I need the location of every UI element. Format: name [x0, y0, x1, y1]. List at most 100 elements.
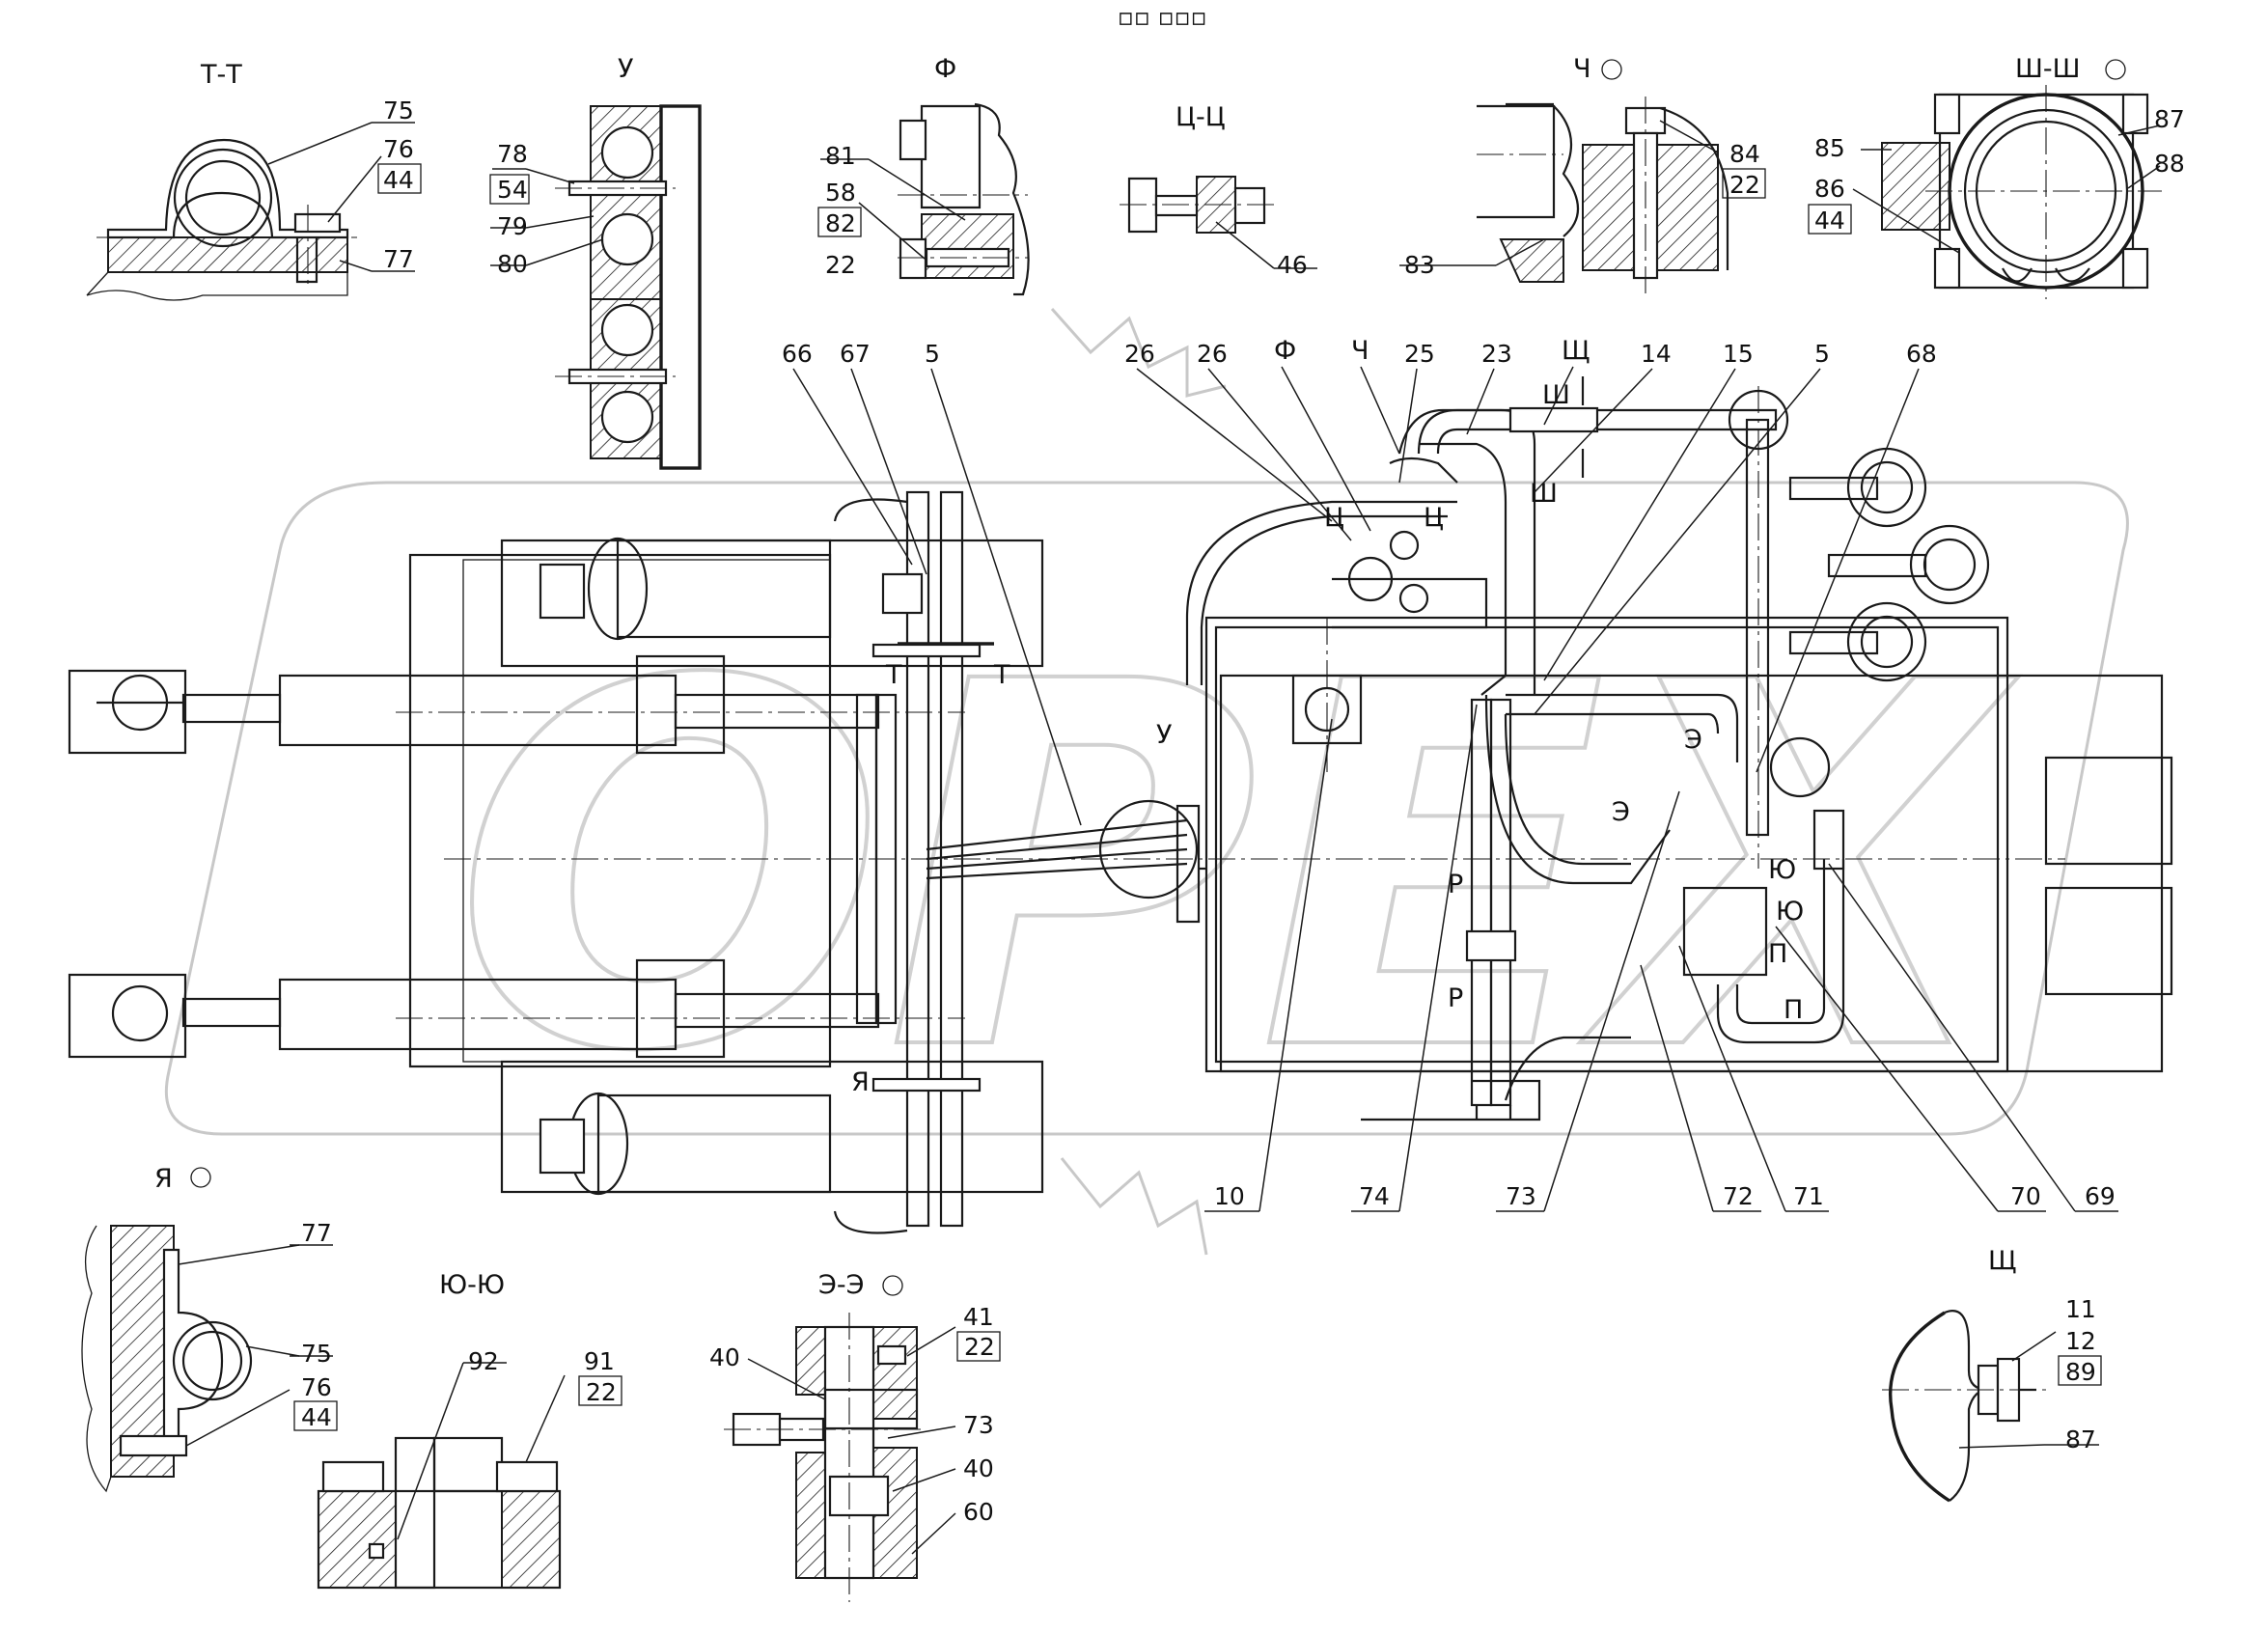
section-title-shsh: Ш-Ш	[2015, 54, 2081, 84]
section-u-view: У 78 54 79 80	[489, 54, 702, 470]
mark-p-bottom: П	[1784, 995, 1803, 1025]
callout-44-shsh: 44	[1814, 207, 1845, 235]
callout-86-shsh: 86	[1814, 175, 1845, 203]
callout-83-ch: 83	[1404, 251, 1435, 279]
mark-p-top: П	[1768, 939, 1787, 969]
callout-66-main: 66	[782, 340, 813, 368]
callout-40-ee-b: 40	[963, 1454, 994, 1482]
callout-12-sch: 12	[2065, 1327, 2096, 1355]
section-title-yuyu: Ю-Ю	[439, 1270, 505, 1300]
callout-68-main: 68	[1906, 340, 1937, 368]
section-ch-view: Ч 84 22 83	[1399, 54, 1766, 299]
mark-r-bottom: Р	[1448, 983, 1463, 1013]
mark-r-top: Р	[1448, 870, 1463, 900]
callout-22-yuyu: 22	[586, 1378, 617, 1406]
main-bottom-callouts: 10 74 73 72 71 70 69	[1204, 704, 2118, 1212]
mark-f-main: Ф	[1274, 336, 1296, 366]
section-tsts-view: Ц-Ц 46	[1120, 102, 1317, 279]
callout-84-ch: 84	[1729, 140, 1760, 168]
callout-87-shsh: 87	[2154, 105, 2185, 133]
callout-76-tt: 76	[383, 135, 414, 163]
mark-t-right: Т	[993, 660, 1010, 690]
callout-87-sch: 87	[2065, 1425, 2096, 1453]
mark-ch-main: Ч	[1351, 336, 1369, 366]
section-title-ch: Ч	[1573, 54, 1591, 84]
section-tt-view: Т-Т 75 76 44 77	[86, 60, 422, 301]
callout-26-main-b: 26	[1197, 340, 1228, 368]
callout-77-ya: 77	[301, 1219, 332, 1247]
mark-e-top: Э	[1684, 725, 1702, 755]
cut-plane-markers: Т Т У Р Р Э Э Ю Ю П П Я Ц Ц	[851, 503, 1804, 1097]
mark-ts-b: Ц	[1424, 503, 1444, 533]
section-title-sch: Щ	[1988, 1246, 2017, 1276]
mark-ya-main: Я	[851, 1067, 870, 1097]
section-title-tsts: Ц-Ц	[1175, 102, 1226, 132]
callout-75-tt: 75	[383, 97, 414, 125]
callout-75-ya: 75	[301, 1340, 332, 1368]
mark-yu-top: Ю	[1768, 855, 1796, 885]
callout-73-ee: 73	[963, 1411, 994, 1439]
callout-11-sch: 11	[2065, 1295, 2096, 1323]
mark-ts-a: Ц	[1324, 503, 1344, 533]
callout-71-main: 71	[1793, 1182, 1824, 1210]
section-title-u: У	[618, 54, 633, 84]
callout-23-main: 23	[1481, 340, 1512, 368]
mark-sh-bottom: Ш	[1530, 479, 1558, 509]
callout-80-u: 80	[497, 250, 528, 278]
callout-46-tsts: 46	[1277, 251, 1308, 279]
callout-85-shsh: 85	[1814, 134, 1845, 162]
callout-88-shsh: 88	[2154, 150, 2185, 178]
callout-60-ee: 60	[963, 1498, 994, 1526]
mark-sch-main: Щ	[1562, 336, 1590, 366]
mark-e-mid: Э	[1612, 797, 1630, 827]
callout-70-main: 70	[2010, 1182, 2041, 1210]
mark-sh-top: Ш	[1542, 380, 1570, 410]
callout-10-main: 10	[1214, 1182, 1245, 1210]
callout-72-main: 72	[1723, 1182, 1754, 1210]
watermark-logo: ОРЕХ	[164, 308, 2129, 1256]
mark-yu-bottom: Ю	[1776, 897, 1804, 927]
section-sch-view: Щ 11 12 89 87	[1882, 1246, 2102, 1503]
callout-44-tt: 44	[383, 166, 414, 194]
callout-89-sch: 89	[2065, 1358, 2096, 1386]
callout-67-main: 67	[840, 340, 871, 368]
section-title-tt: Т-Т	[200, 60, 242, 90]
watermark-text: ОРЕХ	[454, 576, 2019, 1161]
callout-76-ya: 76	[301, 1373, 332, 1401]
section-ee-view: Э-Э 40 41 22 73 40 60	[709, 1270, 1001, 1602]
callout-79-u: 79	[497, 212, 528, 240]
callout-15-main: 15	[1723, 340, 1754, 368]
mark-t-left: Т	[885, 660, 902, 690]
mark-u-main: У	[1156, 720, 1172, 750]
callout-26-main-a: 26	[1124, 340, 1155, 368]
callout-58-f: 58	[825, 179, 856, 207]
section-shsh-view: Ш-Ш 85 86 44 87 88	[1808, 54, 2185, 299]
callout-22-ee: 22	[964, 1333, 995, 1361]
callout-41-ee: 41	[963, 1303, 994, 1331]
section-f-view: Ф 81 58 82 22	[817, 54, 1030, 296]
callout-22-f: 22	[825, 251, 856, 279]
callout-92-yuyu: 92	[468, 1347, 499, 1375]
callout-54-u: 54	[497, 176, 528, 204]
callout-40-ee-a: 40	[709, 1343, 740, 1371]
callout-14-main: 14	[1641, 340, 1672, 368]
callout-5-main-b: 5	[1814, 340, 1830, 368]
section-title-ee: Э-Э	[818, 1270, 864, 1300]
section-title-ya: Я	[154, 1164, 173, 1194]
section-yuyu-view: Ю-Ю 92 91 22	[317, 1270, 622, 1590]
callout-77-tt: 77	[383, 245, 414, 273]
callout-69-main: 69	[2085, 1182, 2116, 1210]
callout-74-main: 74	[1359, 1182, 1390, 1210]
callout-22-ch: 22	[1729, 171, 1760, 199]
callout-91-yuyu: 91	[584, 1347, 615, 1375]
section-ya-view: Я 77 75 76 44	[81, 1164, 338, 1493]
section-title-f: Ф	[934, 54, 956, 84]
callout-78-u: 78	[497, 140, 528, 168]
header-mark: ▫▫ ▫▫▫	[1118, 3, 1207, 31]
callout-82-f: 82	[825, 209, 856, 237]
callout-25-main: 25	[1404, 340, 1435, 368]
callout-73-main: 73	[1506, 1182, 1536, 1210]
callout-81-f: 81	[825, 142, 856, 170]
main-top-callouts: 66 67 5 26 26 Ф Ч 25 23 Щ 14 15 5 68 Ш Ш	[782, 336, 1937, 826]
